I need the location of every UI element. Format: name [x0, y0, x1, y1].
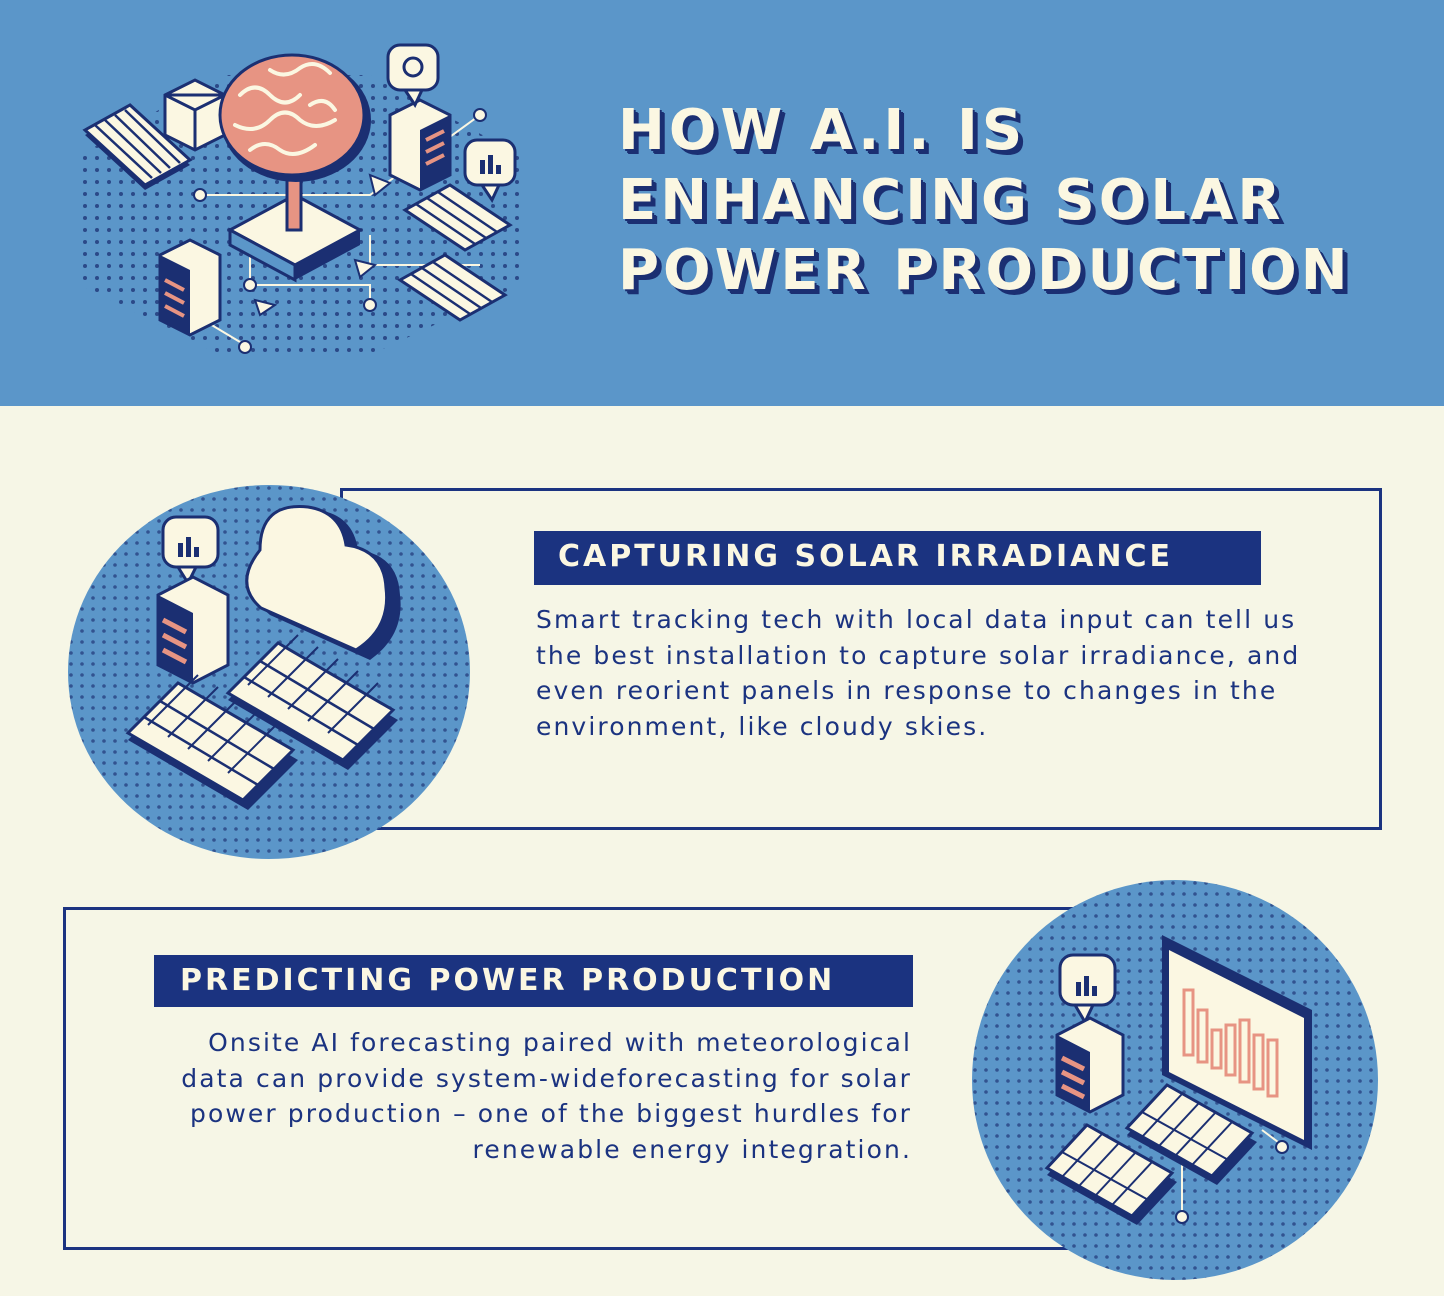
irradiance-illustration [68, 485, 470, 859]
chat-bubble-icon [386, 43, 440, 109]
cloud-icon [245, 505, 401, 660]
solar-panel-icon [225, 634, 398, 770]
solar-panel-icon [402, 183, 513, 252]
chat-bubble-icon [161, 515, 220, 587]
monitor-chart-icon [1162, 935, 1312, 1150]
solar-panel-icon [1124, 1083, 1257, 1185]
section-heading: CAPTURING SOLAR IRRADIANCE [534, 531, 1261, 585]
brain-icon [218, 53, 371, 182]
section-heading: PREDICTING POWER PRODUCTION [154, 955, 913, 1007]
title-line: POWER PRODUCTION [618, 238, 1352, 303]
title-line: HOW A.I. IS [618, 98, 1027, 163]
solar-panel-icon [1044, 1123, 1177, 1225]
server-icon [156, 575, 230, 685]
solar-panel-icon [125, 674, 298, 810]
solar-panel-icon [82, 103, 193, 190]
header-banner: HOW A.I. IS ENHANCING SOLAR POWER PRODUC… [0, 0, 1444, 406]
server-icon [1055, 1016, 1125, 1114]
ai-brain-network-illustration [80, 43, 520, 355]
server-icon [388, 98, 452, 192]
chat-bubble-icon [1058, 953, 1117, 1026]
server-icon [158, 238, 222, 337]
prediction-illustration [972, 880, 1378, 1280]
pedestal [226, 163, 364, 283]
chat-bubble-icon [463, 138, 517, 204]
page-title: HOW A.I. IS ENHANCING SOLAR POWER PRODUC… [618, 96, 1418, 306]
title-line: ENHANCING SOLAR [618, 168, 1285, 233]
server-icon [163, 78, 227, 152]
section-body: Smart tracking tech with local data inpu… [536, 605, 1301, 741]
section-body: Onsite AI forecasting paired with meteor… [181, 1028, 912, 1164]
solar-panel-icon [397, 253, 508, 322]
